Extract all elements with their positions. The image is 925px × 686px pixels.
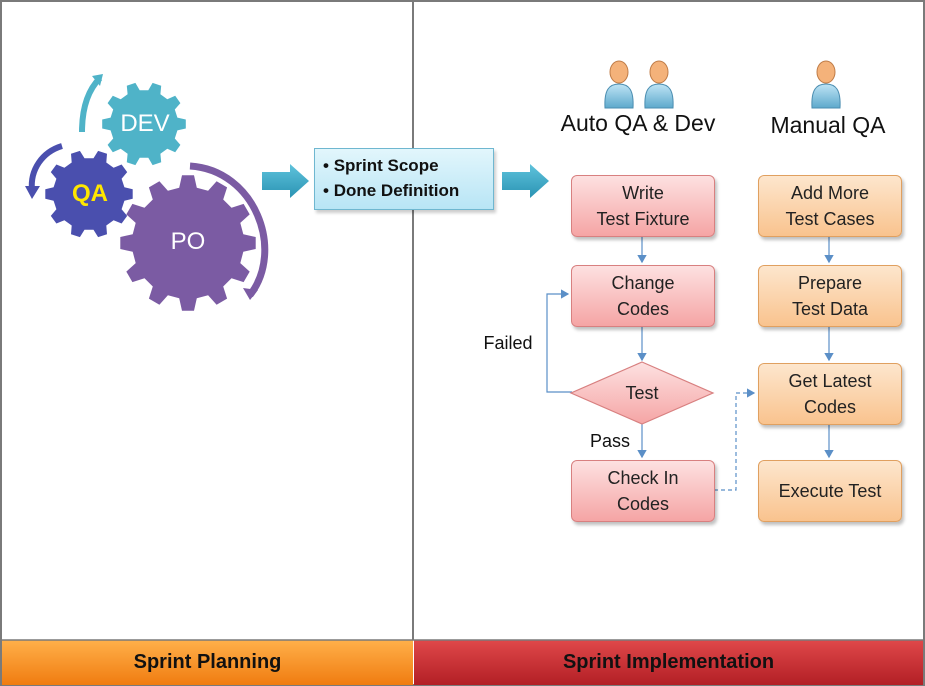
manual-qa-header: Manual QA bbox=[770, 112, 886, 138]
step-prepare-test-data: Prepare Test Data bbox=[758, 265, 902, 327]
implementation-footer-bg bbox=[414, 640, 923, 685]
arrow-to-implementation bbox=[502, 164, 549, 198]
step-change-codes: Change Codes bbox=[571, 265, 715, 327]
step-test-label: Test bbox=[625, 383, 659, 403]
qa-rotation-arrow bbox=[28, 143, 64, 191]
person-icon bbox=[644, 60, 674, 109]
test-decision-diamond bbox=[569, 361, 715, 425]
sprint-implementation-footer: Sprint Implementation bbox=[562, 650, 775, 673]
gear-label-qa: QA bbox=[72, 180, 108, 207]
po-gear bbox=[120, 175, 256, 311]
scope-item: Done Definition bbox=[333, 181, 460, 200]
step-add-more-test-cases: Add More Test Cases bbox=[758, 175, 902, 237]
step-execute-test: Execute Test bbox=[758, 460, 902, 522]
gear-qa-shape bbox=[45, 150, 133, 238]
dev-gear bbox=[102, 82, 186, 166]
pass-label: Pass bbox=[589, 431, 631, 451]
po-rotation-arrow bbox=[189, 162, 269, 298]
gear-dev-shape bbox=[102, 82, 186, 166]
arrow-to-scope bbox=[262, 164, 309, 198]
person-icon bbox=[604, 60, 634, 109]
scope-item: Sprint Scope bbox=[333, 156, 439, 175]
gear-po-shape bbox=[120, 175, 256, 311]
planning-footer-bg bbox=[2, 640, 413, 685]
failed-label: Failed bbox=[483, 333, 533, 353]
flow-checkin-to-latest bbox=[714, 388, 756, 491]
person-icon bbox=[811, 60, 841, 109]
step-write-test-fixture: Write Test Fixture bbox=[571, 175, 715, 237]
gear-label-dev: DEV bbox=[120, 110, 170, 137]
flow-failed-loop bbox=[546, 289, 572, 393]
step-check-in-codes: Check In Codes bbox=[571, 460, 715, 522]
step-get-latest-codes: Get Latest Codes bbox=[758, 363, 902, 425]
sprint-scope-box: • Sprint Scope • Done Definition bbox=[314, 148, 494, 210]
gear-label-po: PO bbox=[170, 228, 206, 255]
auto-qa-dev-header: Auto QA & Dev bbox=[560, 110, 716, 136]
qa-gear bbox=[45, 150, 133, 238]
sprint-planning-footer: Sprint Planning bbox=[133, 650, 282, 673]
